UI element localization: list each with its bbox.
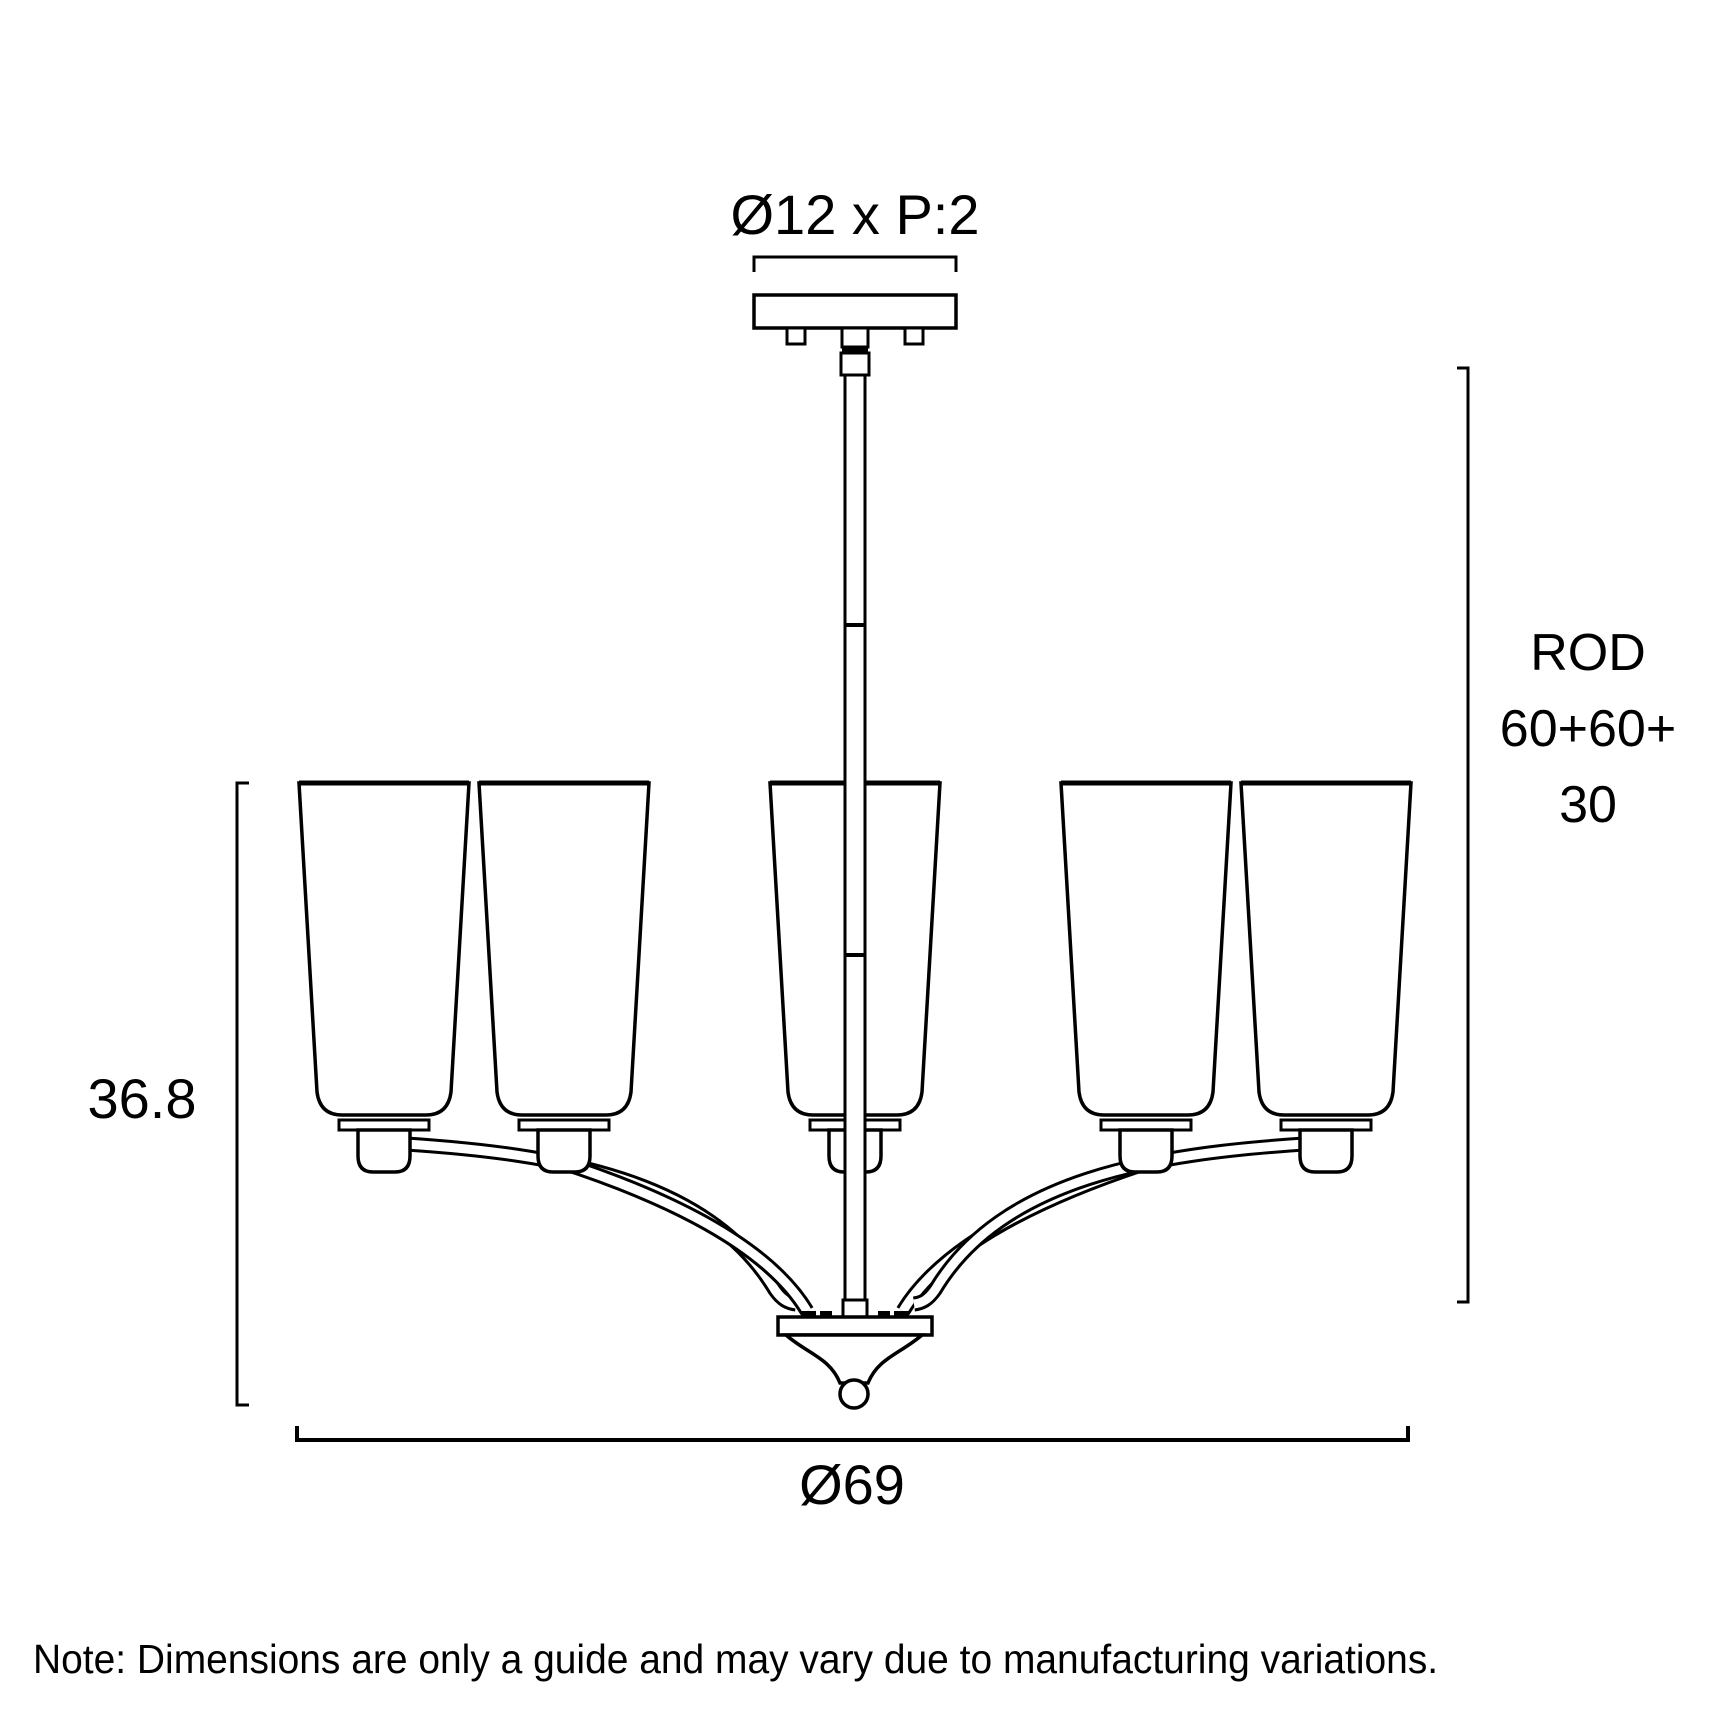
finial-bell <box>781 1333 927 1385</box>
arm-2 <box>557 1154 814 1315</box>
rod-label-line-1: ROD <box>1530 624 1646 682</box>
socket-cups <box>356 1128 1354 1174</box>
rod-label-line-3: 30 <box>1559 776 1617 834</box>
chandelier-arms <box>405 1136 1305 1315</box>
canopy-tab-right <box>903 326 925 346</box>
rod-connector-band <box>842 347 868 353</box>
arm-1 <box>405 1136 798 1312</box>
diameter-dim-bracket <box>295 1426 1410 1442</box>
socket-cup-4 <box>1118 1128 1174 1174</box>
shade-5 <box>1239 780 1413 1132</box>
socket-cup-2 <box>536 1128 592 1174</box>
height-dimension-label: 36.8 <box>87 1067 197 1130</box>
rod-connector-upper <box>840 326 870 349</box>
canopy-dimension-label: Ø12 x P:2 <box>730 183 980 246</box>
rod-dimension-label: ROD 60+60+ 30 <box>1500 615 1676 843</box>
shade-2 <box>477 780 651 1132</box>
height-dim-bracket <box>235 781 249 1407</box>
canopy-tab-left <box>785 326 807 346</box>
canopy-plate <box>752 293 958 330</box>
rod-connector-lower <box>839 351 871 377</box>
shade-1 <box>297 780 471 1132</box>
finial-ball <box>838 1378 870 1410</box>
rod-dim-bracket <box>1457 366 1470 1304</box>
socket-cup-1 <box>356 1128 412 1174</box>
manufacturing-note: Note: Dimensions are only a guide and ma… <box>33 1636 1439 1682</box>
rod-label-line-2: 60+60+ <box>1499 700 1677 758</box>
arm-terminals <box>801 1311 909 1317</box>
diameter-dimension-label: Ø69 <box>799 1453 905 1516</box>
canopy-dim-bracket <box>752 255 958 272</box>
glass-shades <box>297 780 1413 1132</box>
dimension-lines <box>235 255 1470 1442</box>
hub-plate <box>776 1315 934 1337</box>
centre-rod <box>841 373 869 1320</box>
ceiling-canopy <box>752 293 958 377</box>
socket-cup-5 <box>1298 1128 1354 1174</box>
bottom-hub <box>776 1311 934 1410</box>
arm-5 <box>912 1136 1305 1312</box>
shade-4 <box>1059 780 1233 1132</box>
